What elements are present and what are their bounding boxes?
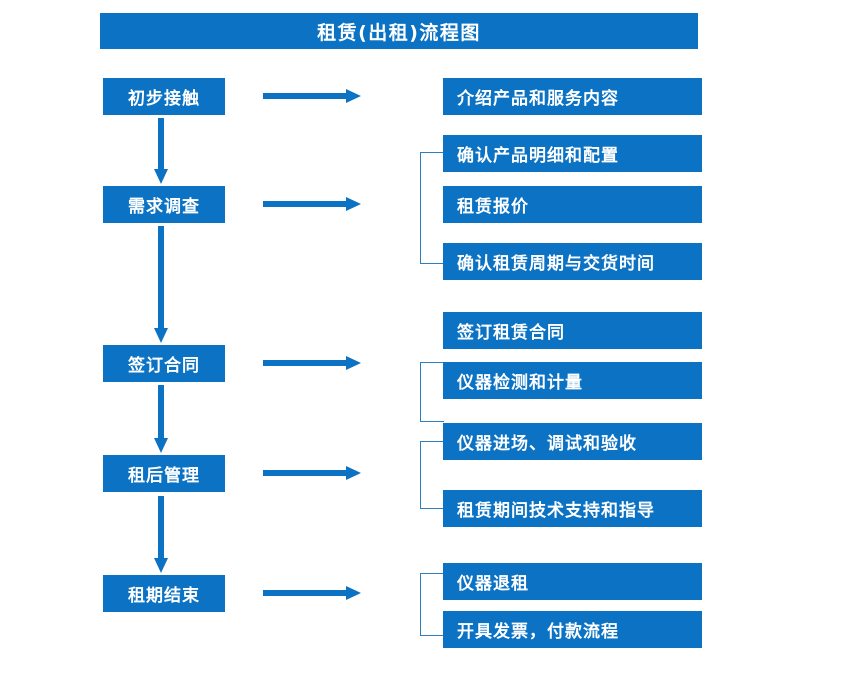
detail-box-7[interactable]: 仪器进场、调试和验收	[443, 423, 702, 460]
detail-box-9[interactable]: 仪器退租	[443, 563, 702, 600]
arrow-right-icon-4	[263, 466, 361, 480]
detail-box-1[interactable]: 介绍产品和服务内容	[443, 78, 702, 115]
stage-box-3[interactable]: 签订合同	[103, 345, 225, 382]
page-title: 租赁(出租)流程图	[100, 13, 698, 49]
detail-box-10[interactable]: 开具发票，付款流程	[443, 611, 702, 648]
detail-box-2[interactable]: 确认产品明细和配置	[443, 135, 702, 172]
arrow-right-icon-5	[263, 586, 361, 600]
detail-box-8[interactable]: 租赁期间技术支持和指导	[443, 490, 702, 527]
arrow-down-icon-3	[153, 385, 169, 453]
detail-box-4[interactable]: 确认租赁周期与交货时间	[443, 243, 702, 280]
stage-box-1[interactable]: 初步接触	[103, 78, 225, 115]
detail-box-3[interactable]: 租赁报价	[443, 186, 702, 223]
group-bracket-4	[420, 441, 444, 509]
detail-box-5[interactable]: 签订租赁合同	[443, 312, 702, 349]
arrow-down-icon-1	[153, 118, 169, 184]
arrow-down-icon-4	[153, 496, 169, 573]
stage-box-2[interactable]: 需求调查	[103, 186, 225, 223]
detail-box-6[interactable]: 仪器检测和计量	[443, 362, 702, 399]
group-bracket-2	[420, 152, 444, 264]
arrow-right-icon-1	[263, 89, 361, 103]
stage-box-4[interactable]: 租后管理	[103, 455, 225, 492]
arrow-right-icon-2	[263, 197, 361, 211]
arrow-down-icon-2	[153, 226, 169, 343]
stage-box-5[interactable]: 租期结束	[103, 575, 225, 612]
arrow-right-icon-3	[263, 356, 361, 370]
group-bracket-3	[420, 362, 444, 422]
group-bracket-5	[420, 573, 444, 636]
